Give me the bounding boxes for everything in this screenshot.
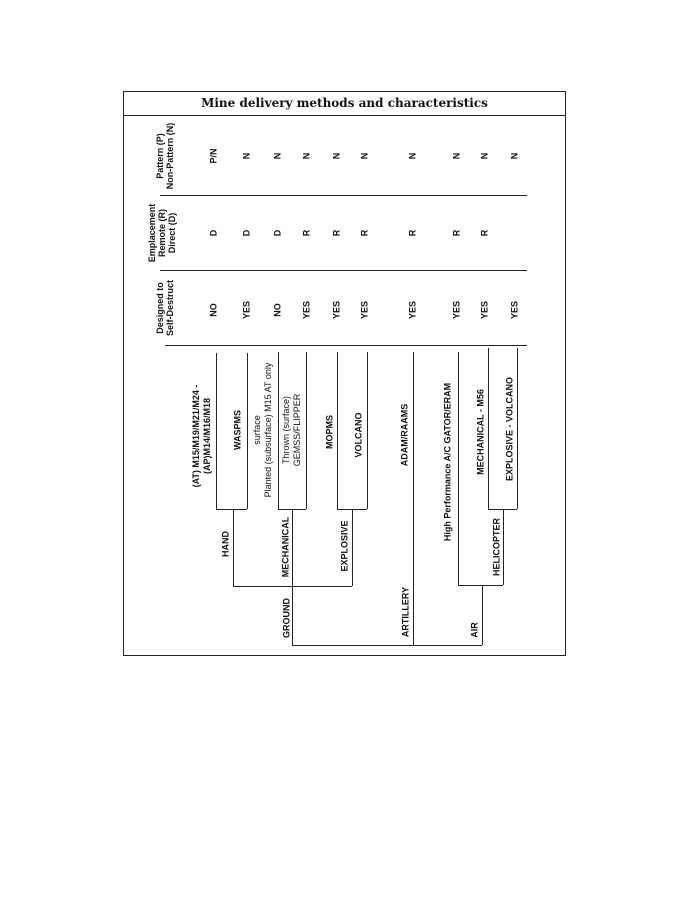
label-adam-raams: ADAM/RAAMS <box>399 403 410 467</box>
node-ground: GROUND <box>281 598 292 638</box>
label-mechanical-m56: MECHANICAL - M56 <box>475 389 486 475</box>
cell-self-destruct: YES <box>479 300 490 320</box>
tree-line <box>247 353 248 509</box>
tree-line <box>337 352 338 509</box>
tree-line <box>292 509 293 645</box>
cell-emplacement: R <box>407 229 418 237</box>
tree-line <box>488 348 489 509</box>
cell-self-destruct: NO <box>272 303 283 317</box>
tree-line <box>306 352 307 509</box>
header-line: Remote (R) <box>157 209 167 258</box>
cell-pattern: N <box>509 152 520 160</box>
node-mechanical: MECHANICAL <box>280 516 291 578</box>
header-pattern: Pattern (P) Non-Pattern (N) <box>155 123 175 190</box>
tree-line <box>503 509 504 585</box>
tree-line <box>413 352 414 645</box>
label-line: Thrown (surface) <box>281 395 291 465</box>
header-emplacement: Emplacement Remote (R) Direct (D) <box>147 204 177 263</box>
cell-emplacement: R <box>331 229 342 237</box>
cell-emplacement: R <box>359 229 370 237</box>
label-hand-mines: (AT) M15/M19/M21/M24 - (AP)M14/M16/M18 <box>191 385 213 488</box>
cell-emplacement: D <box>241 229 252 237</box>
header-line: Emplacement <box>147 203 157 263</box>
cell-pattern: N <box>272 152 283 160</box>
label-planted: surface Planted (subsurface) M15 AT only <box>252 363 274 498</box>
label-line: (AP)M14/M16/M18 <box>202 397 212 475</box>
tree-line <box>458 585 503 586</box>
node-artillery: ARTILLERY <box>400 586 411 638</box>
divider-emplacement <box>160 270 527 271</box>
tree-line <box>216 509 247 510</box>
label-volcano: VOLCANO <box>353 412 364 458</box>
cell-self-destruct: YES <box>331 300 342 320</box>
cell-self-destruct: YES <box>359 300 370 320</box>
label-explosive-volcano: EXPLOSIVE - VOLCANO <box>504 376 515 482</box>
tree-line <box>278 352 279 509</box>
figure-frame <box>123 91 566 656</box>
label-high-performance: High Performance A/C GATOR/ERAM <box>442 382 453 542</box>
cell-self-destruct: YES <box>241 300 252 320</box>
divider-self-destruct <box>165 345 527 346</box>
tree-line <box>233 509 234 586</box>
cell-pattern: N <box>407 152 418 160</box>
header-line: Self-Destruct <box>165 279 175 337</box>
node-hand: HAND <box>220 531 231 557</box>
cell-pattern: N <box>331 152 342 160</box>
header-line: Direct (D) <box>167 212 177 254</box>
cell-pattern: N <box>451 152 462 160</box>
cell-pattern: N <box>301 152 312 160</box>
tree-line <box>216 353 217 509</box>
cell-self-destruct: YES <box>451 300 462 320</box>
tree-line <box>517 348 518 509</box>
label-thrown: Thrown (surface) GEMSS/FLIPPER <box>281 394 303 467</box>
divider-pattern <box>160 195 527 196</box>
label-line: Planted (subsurface) M15 AT only <box>263 362 273 498</box>
cell-self-destruct: YES <box>407 300 418 320</box>
label-line: (AT) M15/M19/M21/M24 - <box>191 384 201 488</box>
tree-line <box>482 585 483 645</box>
cell-pattern: P/N <box>208 148 219 164</box>
tree-line <box>458 352 459 585</box>
header-self-destruct: Designed to Self-Destruct <box>155 280 175 336</box>
cell-emplacement: R <box>479 229 490 237</box>
cell-emplacement: D <box>272 229 283 237</box>
cell-self-destruct: YES <box>509 300 520 320</box>
node-air: AIR <box>469 622 480 638</box>
tree-line <box>488 509 517 510</box>
label-waspms: WASPMS <box>232 409 243 451</box>
cell-pattern: N <box>241 152 252 160</box>
cell-pattern: N <box>359 152 370 160</box>
label-line: surface <box>252 415 262 445</box>
cell-pattern: N <box>479 152 490 160</box>
cell-emplacement: R <box>451 229 462 237</box>
label-mopms: MOPMS <box>324 414 335 450</box>
tree-line <box>367 352 368 509</box>
cell-emplacement: D <box>208 229 219 237</box>
header-line: Non-Pattern (N) <box>165 122 175 190</box>
label-line: GEMSS/FLIPPER <box>292 393 302 467</box>
header-line: Designed to <box>155 282 165 334</box>
figure-title: Mine delivery methods and characteristic… <box>123 91 566 116</box>
cell-emplacement: R <box>301 229 312 237</box>
cell-self-destruct: NO <box>208 303 219 317</box>
node-explosive: EXPLOSIVE <box>339 520 350 572</box>
tree-line <box>292 645 482 646</box>
tree-line <box>352 509 353 586</box>
header-line: Pattern (P) <box>155 133 165 179</box>
cell-self-destruct: YES <box>301 300 312 320</box>
node-helicopter: HELICOPTER <box>491 517 502 577</box>
